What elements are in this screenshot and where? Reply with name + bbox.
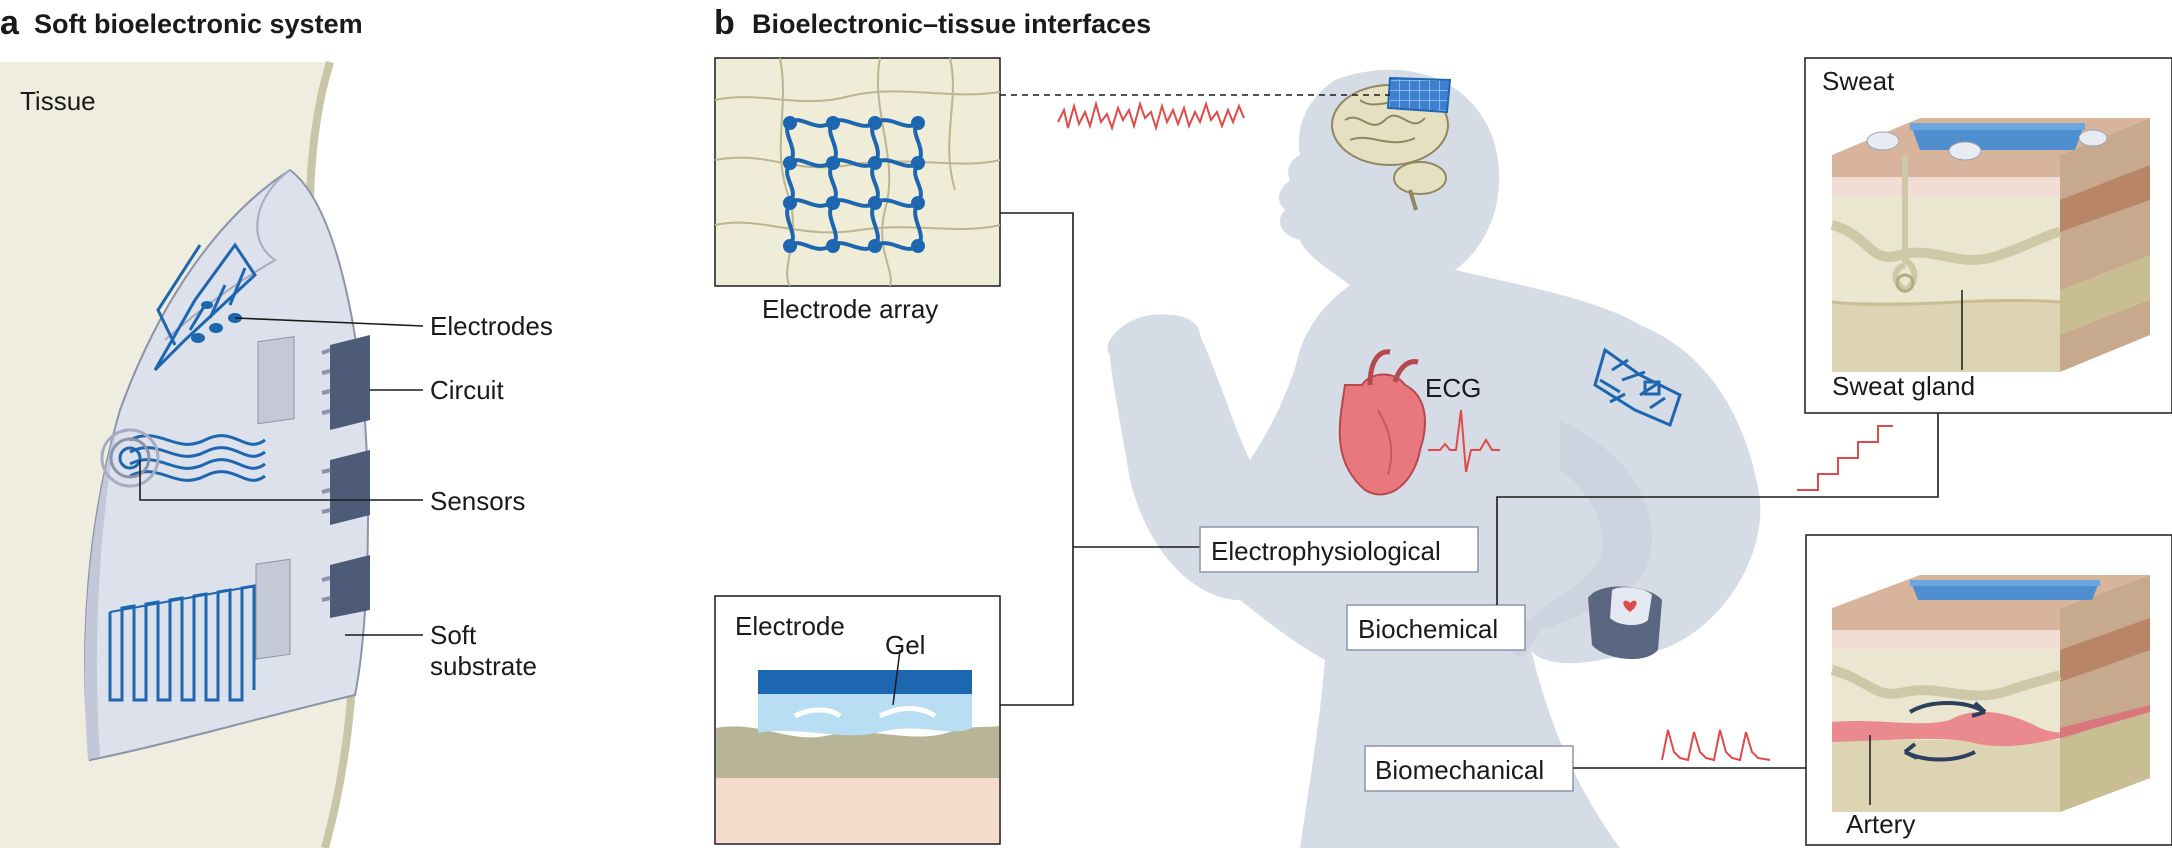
biomechanical-signal: [1661, 729, 1771, 762]
electrode-array-inset: [714, 57, 1001, 287]
panel-a-letter: a: [0, 4, 20, 42]
biochemical-label: Biochemical: [1358, 614, 1498, 644]
electrode-gel-inset: [714, 595, 1001, 845]
electrode-label: Electrode: [735, 611, 845, 641]
soft-substrate-label-line1: Soft: [430, 620, 477, 650]
artery-inset: [1805, 534, 2172, 846]
panel-a-leaders: [139, 317, 424, 636]
biochemical-signal: [1797, 425, 1893, 491]
ecg-label: ECG: [1425, 373, 1481, 403]
circuit-label: Circuit: [430, 375, 504, 405]
electrophysiological-connectors: [1000, 212, 1200, 706]
sensors-label: Sensors: [430, 486, 525, 516]
body-silhouette: [1107, 69, 1761, 848]
electrodes-pattern: [153, 242, 257, 372]
wristband: [1588, 586, 1662, 660]
panel-b-title: Bioelectronic–tissue interfaces: [752, 9, 1151, 39]
sweat-inset: [1804, 57, 2172, 414]
strain-gauge: [108, 584, 256, 702]
sensor-coil: [100, 428, 160, 488]
heart: [1338, 349, 1426, 496]
electrode-array-label: Electrode array: [762, 294, 938, 324]
ecg-signal: [1428, 409, 1500, 473]
sensor-chip: [321, 450, 370, 525]
soft-substrate-label-line2: substrate: [430, 651, 537, 681]
electrophysiological-box: Electrophysiological: [1199, 526, 1479, 573]
panel-b: b Bioelectronic–tissue interfaces ECG: [714, 4, 2172, 848]
electrodes-label: Electrodes: [430, 311, 553, 341]
panel-a: a Soft bioelectronic system Tissue: [0, 4, 553, 848]
substrate-chip: [321, 555, 370, 618]
connector-pad-1: [257, 336, 295, 425]
circuit-chip: [321, 335, 370, 430]
brain-electrode-patch: [1386, 76, 1452, 114]
biochemical-connectors: [1496, 413, 1939, 605]
panel-b-letter: b: [714, 4, 735, 42]
tissue-label: Tissue: [20, 86, 96, 116]
biomechanical-label: Biomechanical: [1375, 755, 1544, 785]
sweat-label: Sweat: [1822, 66, 1895, 96]
panel-a-title: Soft bioelectronic system: [34, 9, 363, 39]
electrophysiological-label: Electrophysiological: [1211, 536, 1441, 566]
biomechanical-box: Biomechanical: [1364, 745, 1574, 792]
sweat-gland-label: Sweat gland: [1832, 371, 1975, 401]
gel-label: Gel: [885, 630, 925, 660]
biochemical-box: Biochemical: [1346, 604, 1526, 651]
artery-label: Artery: [1846, 809, 1915, 839]
eeg-signal: [1057, 100, 1245, 132]
arm-circuit-patch: [1593, 347, 1682, 428]
substrate-shadow: [84, 420, 118, 760]
connector-pad-2: [255, 558, 291, 660]
